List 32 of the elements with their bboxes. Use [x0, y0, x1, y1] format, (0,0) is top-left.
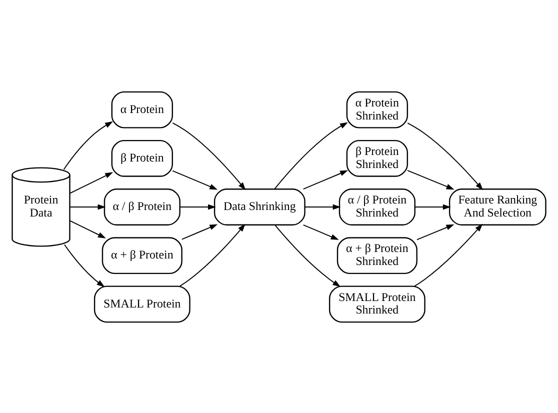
arrow — [69, 220, 106, 238]
arrow — [407, 122, 484, 190]
arrow — [274, 122, 348, 190]
node-box: Feature Ranking And Selection — [448, 188, 546, 225]
arrow — [304, 204, 341, 210]
arrow — [181, 224, 218, 240]
arrow — [414, 223, 483, 286]
node-box: β Protein Shrinked — [346, 139, 408, 176]
arrow — [416, 224, 454, 240]
arrow — [179, 223, 246, 286]
node-box: α + β Protein — [102, 236, 182, 274]
arrow — [302, 170, 348, 190]
arrow — [69, 172, 114, 194]
node-box: α + β Protein Shrinked — [336, 236, 418, 274]
node-box: α Protein Shrinked — [346, 90, 408, 128]
arrow — [64, 244, 105, 287]
arrow — [180, 204, 216, 210]
node-box: β Protein — [111, 139, 173, 176]
arrow — [69, 204, 106, 210]
node-box: SMALL Protein Shrinked — [328, 285, 426, 322]
node-box: α / β Protein — [104, 188, 180, 225]
arrow — [274, 224, 341, 286]
arrow — [414, 204, 451, 210]
node-box: α / β Protein Shrinked — [338, 188, 416, 225]
arrow — [172, 122, 246, 190]
arrow — [302, 224, 339, 240]
arrow — [63, 120, 113, 170]
node-box: SMALL Protein — [94, 285, 190, 322]
arrow — [406, 169, 454, 190]
node-box: α Protein — [111, 90, 173, 128]
node-box: Data Shrinking — [214, 188, 306, 225]
arrow — [172, 170, 218, 190]
